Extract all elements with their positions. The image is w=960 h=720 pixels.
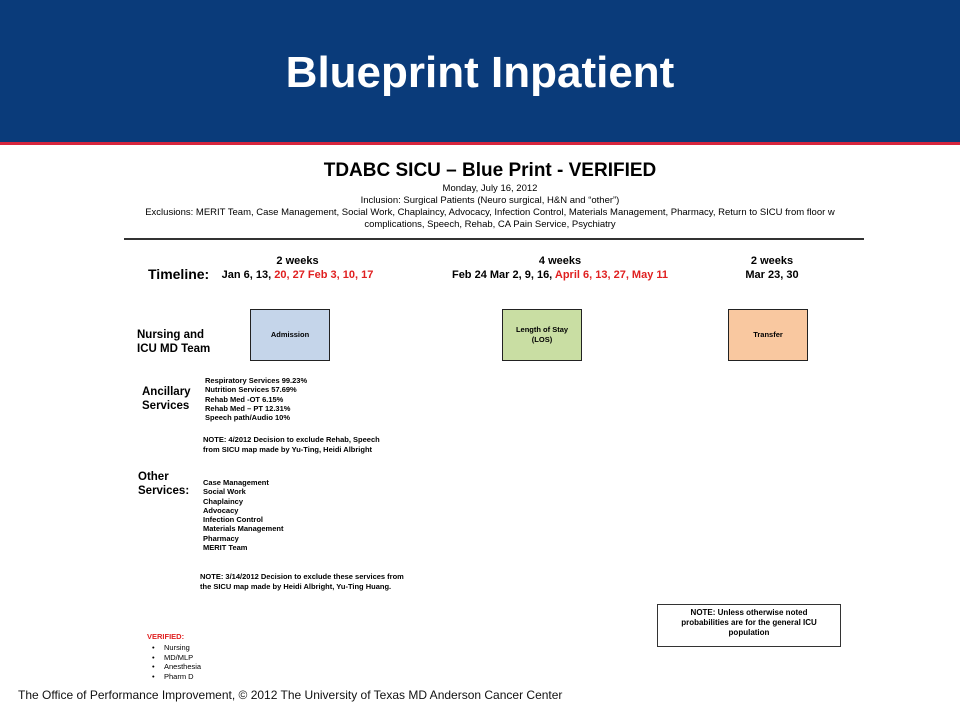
slide-title: Blueprint Inpatient: [285, 48, 675, 97]
banner-divider: [0, 142, 960, 145]
document-date: Monday, July 16, 2012: [442, 183, 538, 194]
list-item: Chaplaincy: [203, 496, 244, 506]
list-item: Rehab Med – PT 12.31%: [205, 403, 291, 413]
list-item: Social Work: [203, 487, 246, 497]
note-line: from SICU map made by Yu-Ting, Heidi Alb…: [203, 445, 373, 454]
box-label: Length of Stay: [515, 325, 569, 334]
period-dates-black: Feb 24 Mar 2, 9, 16,: [451, 269, 555, 281]
list-item: Infection Control: [203, 515, 263, 525]
list-item: Speech path/Audio 10%: [205, 413, 291, 423]
list-item: Case Management: [203, 478, 269, 487]
list-item: Pharmacy: [203, 533, 239, 543]
note-line: NOTE: 4/2012 Decision to exclude Rehab, …: [203, 435, 380, 444]
verified-list: Nursing MD/MLP Anesthesia Pharm D: [152, 643, 201, 681]
section-divider: [124, 238, 864, 240]
list-item: Advocacy: [203, 505, 239, 515]
timeline-label: Timeline:: [148, 266, 210, 282]
row-label-line: Services:: [138, 485, 190, 497]
note-rehab-exclusion: NOTE: 4/2012 Decision to exclude Rehab, …: [203, 435, 380, 455]
other-services-list: Case Management Social Work Chaplaincy A…: [203, 478, 283, 552]
row-label-line: ICU MD Team: [137, 343, 211, 355]
list-item: Nursing: [152, 643, 201, 653]
period-dates: Mar 23, 30: [745, 269, 799, 281]
box-label: Transfer: [753, 330, 783, 339]
box-label: Admission: [270, 330, 310, 339]
note-line: probabilities are for the general ICU: [681, 618, 817, 627]
admission-box: Admission: [250, 309, 330, 361]
verified-heading: VERIFIED:: [147, 632, 185, 641]
timeline-period-2: 4 weeks Feb 24 Mar 2, 9, 16, April 6, 13…: [440, 254, 680, 282]
list-item: Materials Management: [203, 524, 284, 534]
note-line: the SICU map made by Heidi Albright, Yu-…: [200, 582, 392, 591]
row-label-line: Ancillary: [142, 386, 191, 398]
period-dates-red: 20, 27 Feb 3, 10, 17: [274, 269, 374, 281]
period-dates-black: Jan 6, 13,: [221, 269, 275, 281]
probability-note-box: NOTE: Unless otherwise noted probabiliti…: [657, 604, 841, 647]
period-dates-red: April 6, 13, 27, May 11: [554, 269, 669, 281]
row-label-nursing: Nursing and ICU MD Team: [137, 328, 210, 356]
note-services-exclusion: NOTE: 3/14/2012 Decision to exclude thes…: [200, 572, 404, 592]
document-exclusions-line1: Exclusions: MERIT Team, Case Management,…: [145, 207, 835, 218]
note-line: NOTE: Unless otherwise noted: [690, 608, 808, 617]
document-title: TDABC SICU – Blue Print - VERIFIED: [323, 160, 657, 181]
list-item: Rehab Med -OT 6.15%: [205, 394, 284, 404]
note-line: population: [728, 628, 770, 637]
row-label-other: Other Services:: [138, 470, 189, 498]
length-of-stay-box: Length of Stay(LOS): [502, 309, 582, 361]
row-label-line: Services: [142, 400, 190, 412]
row-label-line: Other: [138, 471, 169, 483]
timeline-period-3: 2 weeks Mar 23, 30: [722, 254, 822, 282]
timeline-period-1: 2 weeks Jan 6, 13, 20, 27 Feb 3, 10, 17: [210, 254, 385, 282]
document-exclusions-line2: complications, Speech, Rehab, CA Pain Se…: [364, 219, 616, 230]
transfer-box: Transfer: [728, 309, 808, 361]
footer-copyright: The Office of Performance Improvement, ©…: [18, 688, 563, 702]
period-dates: Feb 24 Mar 2, 9, 16, April 6, 13, 27, Ma…: [440, 268, 680, 282]
list-item: MERIT Team: [203, 543, 248, 553]
list-item: Pharm D: [152, 672, 201, 682]
period-dates: Jan 6, 13, 20, 27 Feb 3, 10, 17: [210, 268, 385, 282]
list-item: Anesthesia: [152, 662, 201, 672]
document-inclusion: Inclusion: Surgical Patients (Neuro surg…: [360, 195, 620, 206]
period-duration: 4 weeks: [538, 255, 582, 267]
box-sublabel: (LOS): [531, 335, 553, 344]
row-label-line: Nursing and: [137, 329, 205, 341]
title-banner: Blueprint Inpatient: [0, 0, 960, 142]
period-duration: 2 weeks: [750, 255, 794, 267]
row-label-ancillary: Ancillary Services: [142, 385, 191, 413]
period-duration: 2 weeks: [276, 255, 319, 267]
list-item: Nutrition Services 57.69%: [205, 385, 297, 395]
note-line: NOTE: 3/14/2012 Decision to exclude thes…: [200, 572, 404, 581]
list-item: MD/MLP: [152, 653, 201, 663]
ancillary-services-list: Respiratory Services 99.23% Nutrition Se…: [205, 376, 307, 422]
list-item: Respiratory Services 99.23%: [205, 376, 308, 385]
